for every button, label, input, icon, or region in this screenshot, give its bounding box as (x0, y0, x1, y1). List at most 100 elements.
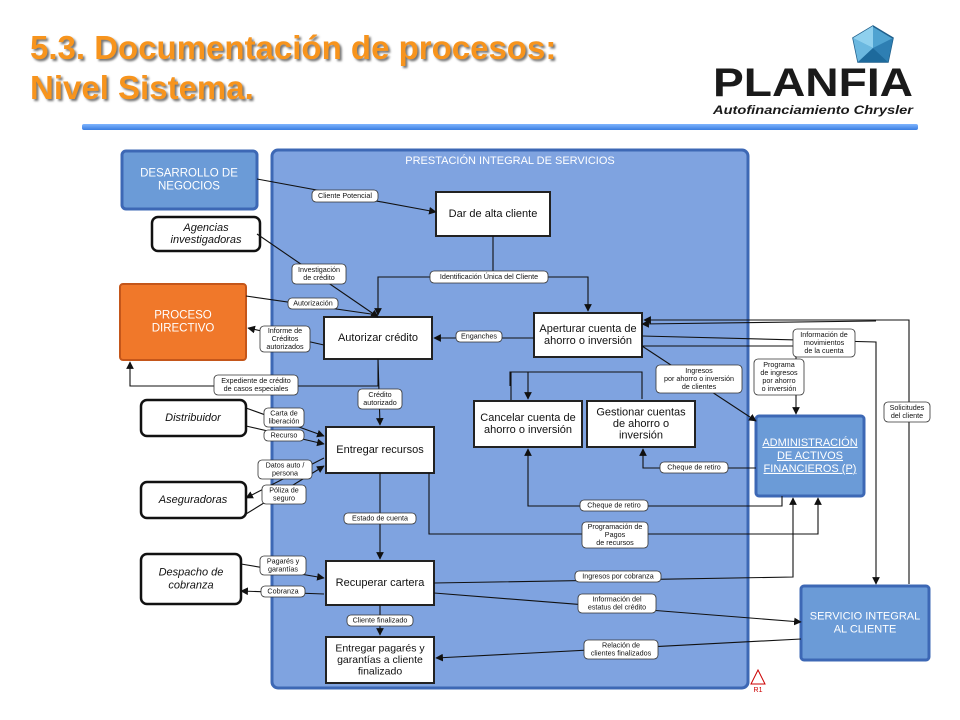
label-line: Gestionar cuentas (596, 406, 686, 418)
label-line: Identificación Única del Cliente (440, 272, 538, 281)
label-line: por ahorro o inversión (664, 374, 734, 383)
label-line: Expediente de crédito (221, 376, 291, 385)
label-line: inversión (619, 429, 663, 441)
process-recuperar-cartera: Recuperar cartera (325, 560, 435, 606)
label-line: Programación de (588, 522, 643, 531)
label-line: Distribuidor (165, 412, 222, 424)
label-line: DESARROLLO DE (140, 168, 238, 180)
label-line: Programa (763, 360, 795, 369)
flow-recurso: Recurso (263, 429, 305, 442)
process-dar-alta-cliente: Dar de alta cliente (435, 191, 551, 237)
process-diagram: PRESTACIÓN INTEGRAL DE SERVICIOS DESARRO… (116, 146, 934, 694)
label-line: Pagarés y (267, 556, 300, 565)
label-line: Cliente finalizado (353, 615, 408, 624)
label-line: clientes finalizados (591, 648, 652, 657)
logo-tagline: Autofinanciamiento Chrysler (712, 103, 915, 117)
planfia-logo: PLANFIA Autofinanciamiento Chrysler (712, 25, 915, 117)
label-line: Despacho de (159, 566, 224, 578)
label-line: Ingresos por cobranza (582, 571, 654, 580)
slide-title: 5.3. Documentación de procesos: Nivel Si… (30, 28, 556, 108)
label-line: Cheque de retiro (667, 462, 721, 471)
label-line: DE ACTIVOS (777, 450, 843, 462)
label-line: Crédito (368, 390, 391, 399)
label-line: ADMINISTRACIÓN (762, 436, 857, 449)
label-line: Entregar pagarés y (335, 642, 425, 654)
entity-distribuidor: Distribuidor (139, 398, 248, 438)
label-line: de ingresos (760, 368, 798, 377)
flow-cheque-retiro-2: Cheque de retiro (579, 499, 649, 512)
label-line: seguro (273, 493, 295, 502)
label-line: Información de (800, 330, 848, 339)
label-line: Autorización (293, 298, 333, 307)
label-line: persona (272, 468, 298, 477)
label-line: Carta de (270, 408, 298, 417)
label-line: Autorizar crédito (338, 332, 418, 344)
flow-cheque-retiro-1: Cheque de retiro (659, 461, 729, 474)
label-line: Informe de (268, 326, 302, 335)
label-line: garantías (268, 564, 298, 573)
process-entregar-recursos: Entregar recursos (325, 426, 435, 474)
label-line: Cobranza (267, 586, 298, 595)
flow-ingresos-cobranza: Ingresos por cobranza (574, 570, 662, 583)
flow-cliente-potencial: Cliente Potencial (311, 189, 379, 203)
label-line: Aseguradoras (158, 494, 228, 506)
revision-badge: R1 (750, 668, 766, 694)
label-line: Aperturar cuenta de (539, 323, 636, 335)
label-line: Agencias (182, 222, 229, 234)
label-line: SERVICIO INTEGRAL (810, 610, 920, 622)
label-line: Información del (592, 594, 642, 603)
label-line: Relación de (602, 640, 640, 649)
flow-autorizacion: Autorización (287, 297, 339, 310)
label-line: estatus del crédito (588, 602, 646, 611)
label-line: de ahorro o (613, 418, 669, 430)
label-line: DIRECTIVO (152, 323, 215, 335)
logo-brand: PLANFIA (713, 61, 913, 105)
label-line: por ahorro (762, 376, 795, 385)
label-line: finalizado (358, 665, 403, 677)
label-line: Pagos (605, 530, 626, 539)
label-line: de casos especiales (224, 384, 289, 393)
label-line: o inversión (762, 384, 797, 393)
entity-aseguradoras: Aseguradoras (139, 480, 248, 520)
label-line: cobranza (168, 579, 213, 591)
flow-datos-auto: Datos auto /persona (257, 459, 313, 480)
label-line: de clientes (682, 382, 717, 391)
label-line: de recursos (596, 538, 634, 547)
system-area-label: PRESTACIÓN INTEGRAL DE SERVICIOS (405, 154, 614, 167)
title-underline (82, 124, 918, 130)
flow-cliente-finalizado: Cliente finalizado (346, 614, 414, 627)
label-line: liberación (269, 416, 300, 425)
slide-title-line-1: 5.3. Documentación de procesos: (30, 29, 557, 66)
label-line: FINANCIEROS (P) (764, 463, 857, 475)
label-line: ahorro o inversión (484, 424, 572, 436)
label-line: NEGOCIOS (158, 181, 220, 193)
revision-badge-text: R1 (754, 687, 763, 694)
label-line: Enganches (461, 331, 497, 340)
chrysler-pentastar-icon (852, 25, 894, 63)
flow-cobranza: Cobranza (260, 585, 306, 598)
label-line: movimientos (804, 338, 845, 347)
label-line: Cheque de retiro (587, 500, 641, 509)
label-line: del cliente (891, 411, 923, 420)
label-line: autorizado (363, 398, 397, 407)
label-line: autorizados (266, 342, 304, 351)
label-line: AL CLIENTE (834, 623, 897, 635)
label-line: Datos auto / (266, 460, 305, 469)
label-line: garantías a cliente (337, 654, 423, 666)
